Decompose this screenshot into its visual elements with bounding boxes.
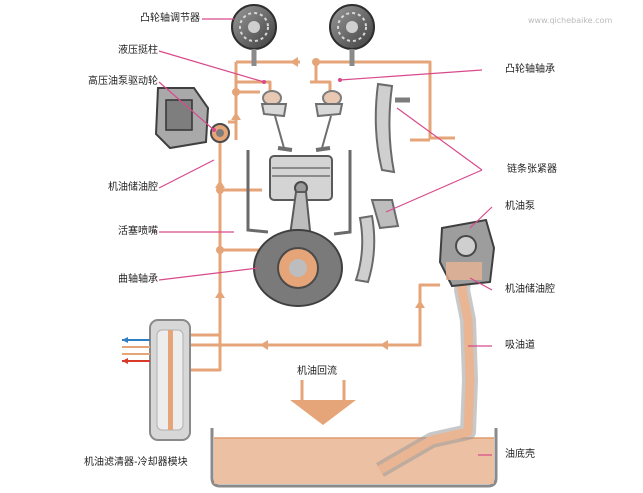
high-pressure-pump bbox=[154, 87, 230, 150]
label-cam-adjuster: 凸轮轴调节器 bbox=[140, 13, 200, 24]
label-piston-jet: 活塞喷嘴 bbox=[118, 226, 158, 237]
oil-filter-cooler-module bbox=[122, 319, 191, 441]
oil-lines bbox=[173, 60, 455, 372]
oil-pan bbox=[210, 428, 498, 488]
label-oil-return: 机油回流 bbox=[297, 366, 337, 377]
watermark: www.qichebaike.com bbox=[528, 16, 613, 25]
chain-guide-lower bbox=[354, 199, 400, 284]
cooler-lines bbox=[122, 337, 150, 364]
label-cam-bearing: 凸轮轴轴承 bbox=[505, 64, 555, 75]
cam-lobes bbox=[262, 90, 342, 106]
cam-adjuster-right-gear-icon bbox=[329, 4, 375, 66]
leader-lines bbox=[158, 18, 493, 456]
crankshaft bbox=[253, 229, 343, 307]
leader-dots bbox=[212, 78, 342, 132]
label-oil-reservoir-right: 机油储油腔 bbox=[505, 284, 555, 295]
label-crank-bearing: 曲轴轴承 bbox=[118, 274, 158, 285]
label-suction-channel: 吸油道 bbox=[505, 340, 535, 351]
label-hp-pump-drive: 高压油泵驱动轮 bbox=[88, 76, 158, 87]
oil-pump bbox=[438, 218, 496, 288]
junction-dots bbox=[216, 58, 320, 254]
suction-channel bbox=[376, 258, 478, 477]
oil-return-arrow-icon bbox=[290, 380, 356, 425]
flow-arrows bbox=[215, 57, 425, 350]
label-oil-reservoir-upper: 机油储油腔 bbox=[108, 182, 158, 193]
cylinder-head bbox=[246, 150, 352, 236]
label-chain-tensioner: 链条张紧器 bbox=[507, 164, 557, 175]
cam-adjuster-left-gear-icon bbox=[231, 4, 277, 66]
label-oil-pan: 油底壳 bbox=[505, 449, 535, 460]
label-filter-cooler: 机油滤清器-冷却器模块 bbox=[84, 457, 188, 468]
valvetrain bbox=[260, 103, 344, 152]
label-oil-pump: 机油泵 bbox=[505, 201, 535, 212]
label-hydraulic-tappet: 液压挺柱 bbox=[118, 45, 158, 56]
chain-guide-upper bbox=[374, 82, 410, 174]
